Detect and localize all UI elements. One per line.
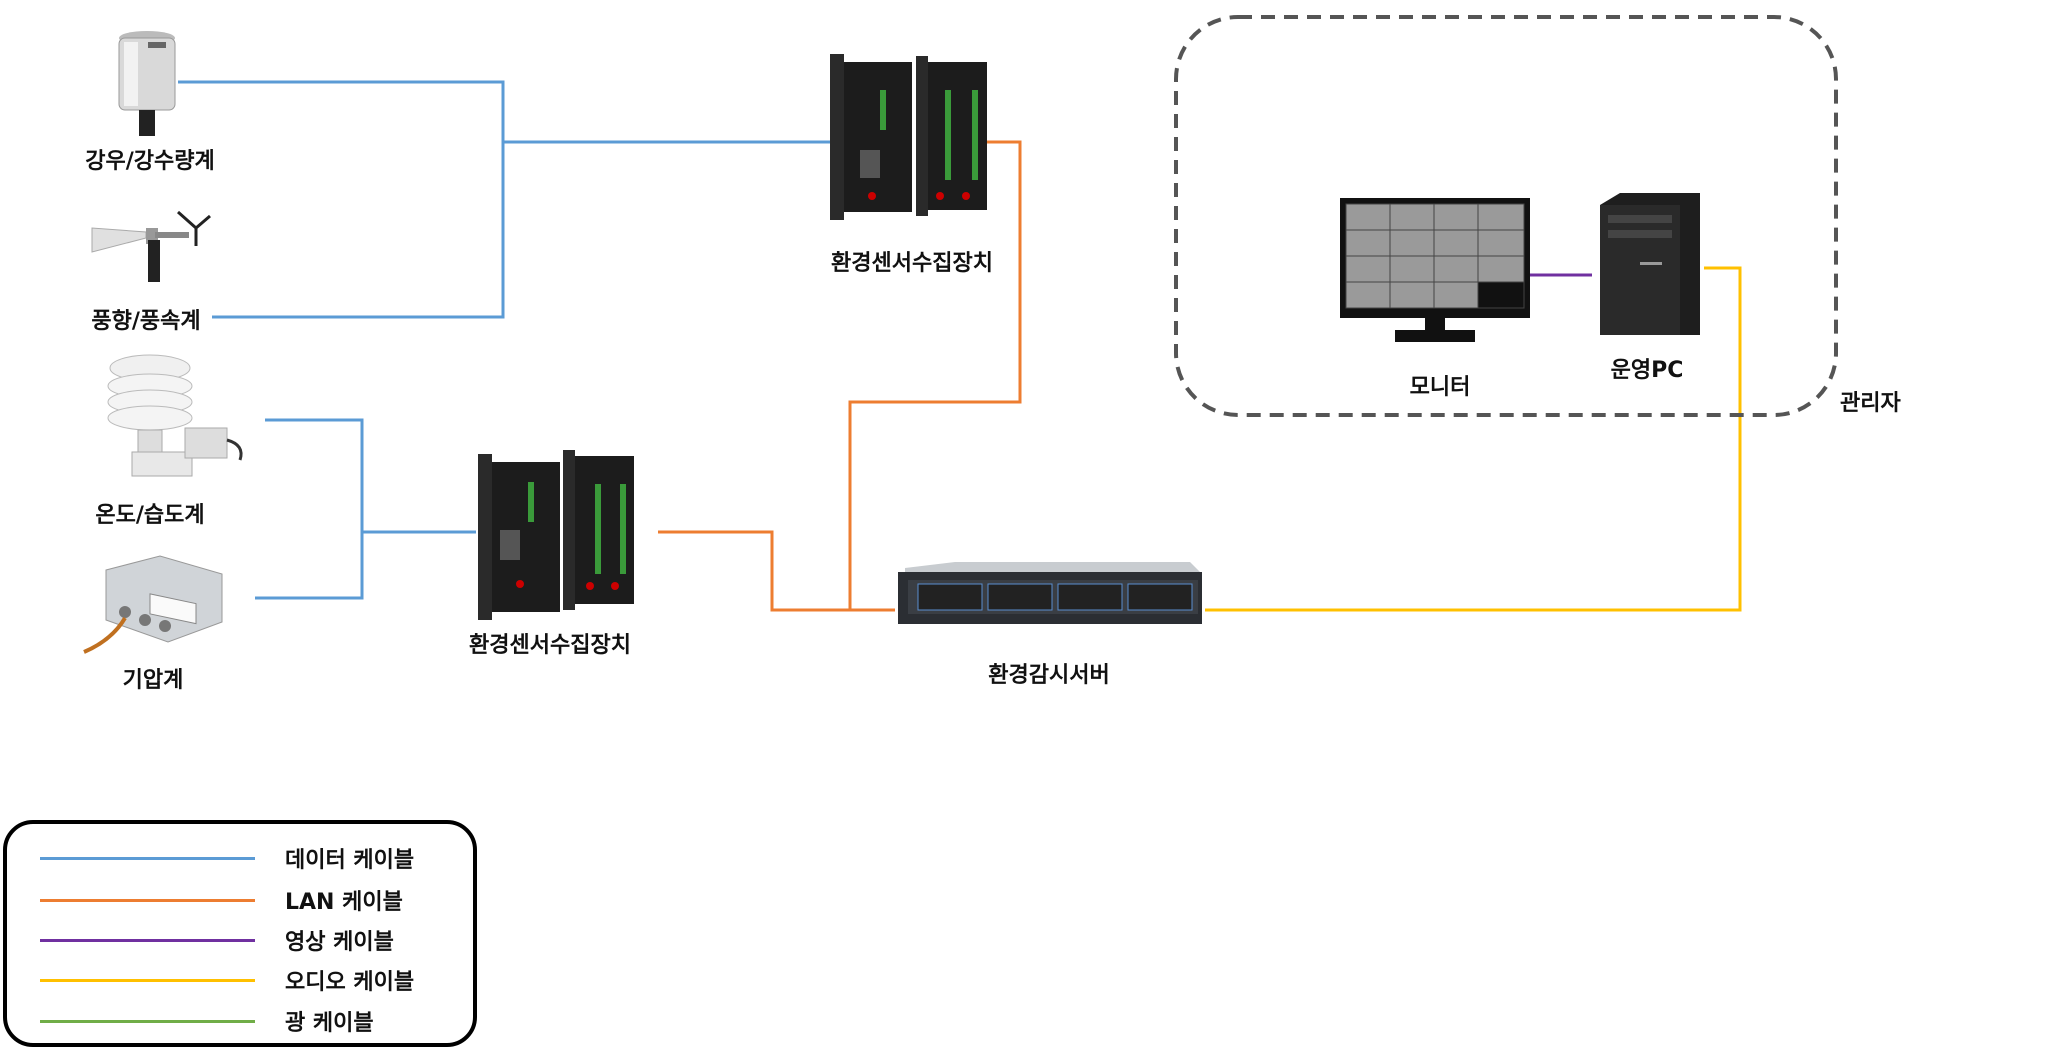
lan-cable-lines xyxy=(658,140,1022,612)
thermo-hygrometer-image xyxy=(107,354,243,477)
legend-line-fiber-cable xyxy=(40,1020,255,1023)
legend-line-data-cable xyxy=(40,857,255,860)
pc-image xyxy=(1600,193,1700,335)
admin-label: 관리자 xyxy=(1840,391,1901,416)
collector-top-label: 환경센서수집장치 xyxy=(831,251,993,276)
data-cable-thermo xyxy=(265,418,364,532)
collector-bottom-image xyxy=(478,450,634,620)
server-label: 환경감시서버 xyxy=(988,663,1110,688)
legend-line-lan-cable xyxy=(40,899,255,902)
legend-label-audio-cable: 오디오 케이블 xyxy=(285,970,415,995)
rain-gauge-label: 강우/강수량계 xyxy=(85,149,215,174)
legend-label-fiber-cable: 광 케이블 xyxy=(285,1011,374,1036)
barometer-label: 기압계 xyxy=(122,668,184,693)
monitor-label: 모니터 xyxy=(1409,375,1471,400)
legend: 데이터 케이블 LAN 케이블 영상 케이블 오디오 케이블 광 케이블 xyxy=(3,820,477,1047)
thermo-hygrometer-label: 온도/습도계 xyxy=(95,503,205,528)
collector-bottom-label: 환경센서수집장치 xyxy=(469,633,631,658)
legend-line-audio-cable xyxy=(40,979,255,982)
legend-label-video-cable: 영상 케이블 xyxy=(285,930,394,955)
collector-top-image xyxy=(830,54,987,220)
server-image xyxy=(898,562,1202,624)
data-cable-barometer xyxy=(255,532,364,600)
audio-cable-line xyxy=(1205,266,1742,612)
barometer-image xyxy=(83,555,223,654)
anemometer-image xyxy=(91,210,211,282)
legend-line-video-cable xyxy=(40,939,255,942)
data-cable-anemometer xyxy=(212,142,505,319)
legend-label-lan-cable: LAN 케이블 xyxy=(285,890,403,915)
admin-boundary xyxy=(1174,15,1838,417)
pc-label: 운영PC xyxy=(1610,358,1684,383)
lan-cable-collector-bottom xyxy=(658,530,895,612)
data-cable-rain-gauge xyxy=(178,80,505,142)
data-cable-lines xyxy=(178,80,830,600)
lan-cable-collector-top xyxy=(848,140,1022,610)
legend-label-data-cable: 데이터 케이블 xyxy=(285,848,415,873)
anemometer-label: 풍향/풍속계 xyxy=(91,309,201,334)
monitor-image xyxy=(1340,198,1530,342)
rain-gauge-image xyxy=(118,31,176,136)
